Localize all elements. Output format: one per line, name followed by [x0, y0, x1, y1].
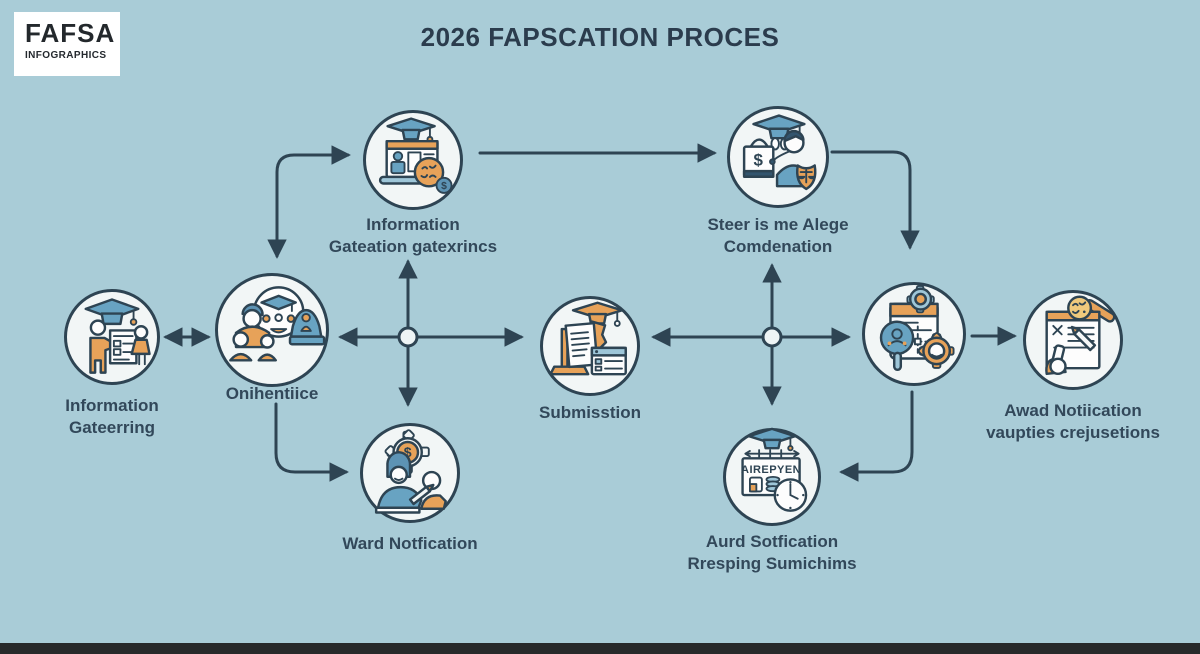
award-person-icon: $: [374, 429, 447, 514]
family-orientation-icon: [229, 286, 326, 362]
node-circle: [862, 282, 966, 386]
logo-subtitle: INFOGRAPHICS: [25, 50, 107, 62]
node-circle: [540, 296, 640, 396]
node-circle: $: [360, 423, 460, 523]
processing-gears-icon: [879, 285, 955, 372]
node-label: Aurd Sotfication Rresping Sumichims: [687, 532, 857, 574]
node-orientation: Onihentiice: [147, 273, 397, 405]
logo-title: FAFSA: [25, 18, 116, 48]
svg-text:$: $: [441, 181, 447, 192]
node-label: Submisstion: [538, 403, 641, 422]
node-award-notification: Awad Notiication vaupties crejusetions: [948, 290, 1198, 444]
node-label: Information Gateation gatexrincs: [328, 215, 498, 257]
laptop-student-icon: $: [378, 117, 453, 194]
junction-dot: [761, 326, 783, 348]
students-presentation-icon: [84, 298, 151, 374]
node-circle: [215, 273, 329, 387]
node-circle: [1023, 290, 1123, 390]
node-label: Awad Notiication vaupties crejusetions: [986, 401, 1160, 443]
node-label: Onihentiice: [225, 384, 319, 403]
node-label: Steer is me Alege Comdenation: [707, 215, 849, 257]
security-scales-icon: $: [742, 114, 817, 191]
logo-box: FAFSA INFOGRAPHICS: [14, 12, 120, 76]
svg-text:$: $: [754, 150, 764, 169]
award-letter-icon: [1045, 295, 1116, 376]
deadline-review-icon: AIREPYEN: [741, 427, 808, 512]
node-processing: [862, 282, 966, 386]
submission-documents-icon: [549, 301, 627, 376]
node-circle: $: [727, 106, 829, 208]
node-submission: Submisstion: [465, 296, 715, 424]
node-steer-alege: $ Steer is me Alege Comdenation: [653, 106, 903, 258]
node-information-gathering: Information Gateerring: [0, 289, 237, 439]
junction-dot: [397, 326, 419, 348]
node-label: Information Gateerring: [65, 396, 159, 438]
node-label: Ward Notfication: [342, 534, 478, 553]
svg-text:$: $: [404, 444, 412, 460]
node-circle: $: [363, 110, 463, 210]
node-circle: AIREPYEN: [723, 427, 821, 526]
page-title: 2026 FAPSCATION PROCES: [420, 22, 780, 52]
node-aurd-sotfication: AIREPYEN Aurd Sotfication Rresping Sumic…: [647, 427, 897, 575]
node-ward-notification: $ Ward Notfication: [285, 423, 535, 555]
connector-arrows: [163, 143, 1017, 482]
footer-bar: [0, 643, 1200, 654]
node-information-gateation: $ Information Gateation gatexrincs: [288, 110, 538, 258]
icon-text: AIREPYEN: [741, 464, 801, 476]
node-circle: [64, 289, 160, 385]
